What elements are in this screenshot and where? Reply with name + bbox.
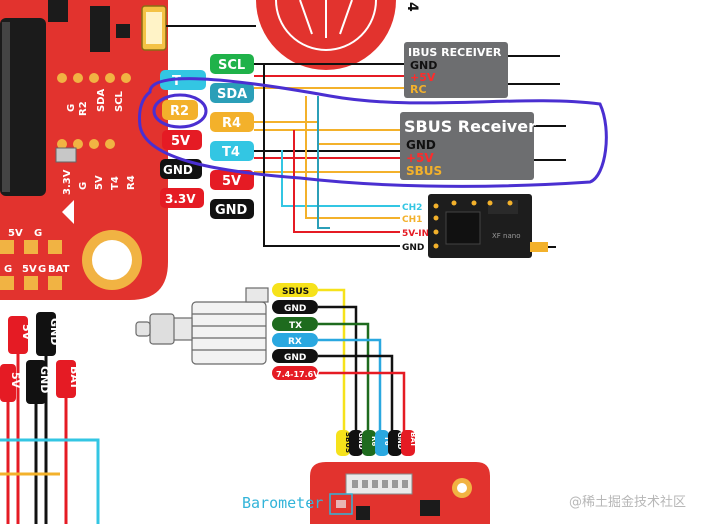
board-label: BAT	[48, 264, 70, 275]
board-label: 5V	[94, 175, 105, 190]
pill-sda: SDA	[210, 83, 254, 103]
ibus-receiver: IBUS RECEIVER GND +5V RC	[404, 42, 508, 98]
annotation-loop-sbus	[138, 77, 608, 188]
vtx-pills: SBUS GND TX RX GND 7.4-17.6V	[272, 283, 320, 380]
fc-pill-r2: R2	[162, 100, 198, 120]
board-label: G	[4, 264, 12, 275]
bottom-pill-gnd-b: GND	[396, 432, 404, 450]
xf-ch2: CH2	[402, 203, 422, 213]
ibus-rc: RC	[410, 83, 427, 96]
bottom-pill-r6: R6	[370, 436, 378, 446]
board-label: R4	[126, 175, 137, 190]
sbus-title: SBUS Receiver	[404, 117, 536, 136]
sbus-5v: +5V	[406, 151, 434, 165]
vtx-pill-tx: TX	[289, 321, 302, 331]
receiver-wires	[254, 55, 566, 247]
vtx-pill-rx: RX	[288, 337, 302, 347]
fc-chip	[0, 18, 46, 196]
vtx-pill-sbus: SBUS	[282, 287, 309, 297]
top-icon-label: 4	[404, 2, 420, 12]
fc-crystal	[55, 147, 77, 163]
left-vertical-pills: 5V GND 5V GND BAT	[0, 312, 81, 404]
barometer-label: Barometer	[242, 494, 324, 512]
svg-text:SDA: SDA	[217, 87, 247, 102]
pill-5v: 5V	[210, 170, 254, 190]
left-pill-bat: BAT	[68, 366, 81, 390]
barometer-box	[329, 493, 353, 515]
left-pill-5v-b: 5V	[9, 372, 22, 389]
board-label: 3.3V	[62, 169, 73, 195]
board-label: G	[38, 264, 46, 275]
lower-board-connector	[345, 473, 413, 495]
ibus-gnd: GND	[410, 59, 437, 72]
bottom-pill-bat: BAT	[409, 432, 417, 447]
fc-pill-gnd: GND	[160, 159, 202, 179]
fc-pill-5v: 5V	[162, 130, 202, 150]
sbus-sbus: SBUS	[406, 164, 442, 178]
top-propeller-icon	[256, 0, 396, 70]
svg-text:GND: GND	[163, 163, 193, 177]
sbus-gnd: GND	[406, 138, 436, 152]
svg-text:GND: GND	[215, 203, 248, 218]
xf-gnd: GND	[402, 243, 424, 253]
svg-text:R4: R4	[222, 116, 241, 131]
svg-text:T4: T4	[222, 145, 240, 160]
svg-text:SCL: SCL	[218, 58, 245, 73]
xf-chip-label: XF nano	[492, 232, 521, 240]
svg-text:3.3V: 3.3V	[165, 192, 196, 206]
svg-text:5V: 5V	[171, 134, 190, 149]
fc-pads	[57, 73, 131, 149]
xf-receiver: CH2 CH1 5V-IN GND XF nano	[402, 194, 556, 258]
svg-text:T: T	[172, 74, 181, 89]
fc-component	[48, 0, 68, 22]
pill-scl: SCL	[210, 54, 254, 74]
board-label: G	[66, 104, 77, 112]
left-pill-5v: 5V	[20, 324, 33, 341]
xf-ch1: CH1	[402, 215, 422, 225]
ibus-5v: +5V	[410, 71, 436, 84]
pill-t4: T4	[210, 141, 254, 161]
bottom-pill-gnd: GND	[357, 432, 365, 450]
board-label: R2	[78, 101, 89, 116]
pill-r4: R4	[210, 112, 254, 132]
board-label: 5V	[8, 228, 23, 239]
vtx-pill-gnd-b: GND	[284, 353, 306, 363]
vtx-wires	[318, 288, 406, 432]
svg-text:R2: R2	[170, 104, 189, 119]
pill-gnd: GND	[210, 199, 254, 219]
annotation-circle-r2	[152, 93, 208, 129]
board-label: 5V	[22, 264, 37, 275]
sbus-receiver: SBUS Receiver GND +5V SBUS	[400, 112, 536, 180]
bottom-pill-sbus: SBUS	[344, 432, 352, 453]
xf-5v: 5V-IN	[402, 229, 429, 239]
bottom-pill-t6: T6	[383, 436, 391, 446]
board-label: G	[78, 182, 89, 190]
fc-component	[116, 24, 130, 38]
board-label: SCL	[114, 90, 125, 112]
vtx-pill-gnd: GND	[284, 304, 306, 314]
fc-pill-3v3: 3.3V	[160, 188, 204, 208]
lower-left-wires	[0, 350, 100, 524]
fc-component	[90, 6, 110, 52]
board-label: G	[34, 228, 42, 239]
board-arrow-icon	[62, 200, 74, 224]
board-label: T4	[110, 176, 121, 190]
left-pill-gnd-b: GND	[38, 366, 51, 393]
left-pill-gnd: GND	[48, 318, 61, 345]
watermark: @稀土掘金技术社区	[568, 495, 686, 510]
vtx-pill-voltage: 7.4-17.6V	[276, 370, 320, 379]
board-label: SDA	[96, 88, 107, 112]
svg-text:5V: 5V	[222, 174, 241, 189]
bottom-connector-pills: SBUS GND R6 T6 GND BAT	[336, 430, 417, 456]
ibus-title: IBUS RECEIVER	[408, 46, 502, 59]
vtx-module	[135, 287, 269, 365]
